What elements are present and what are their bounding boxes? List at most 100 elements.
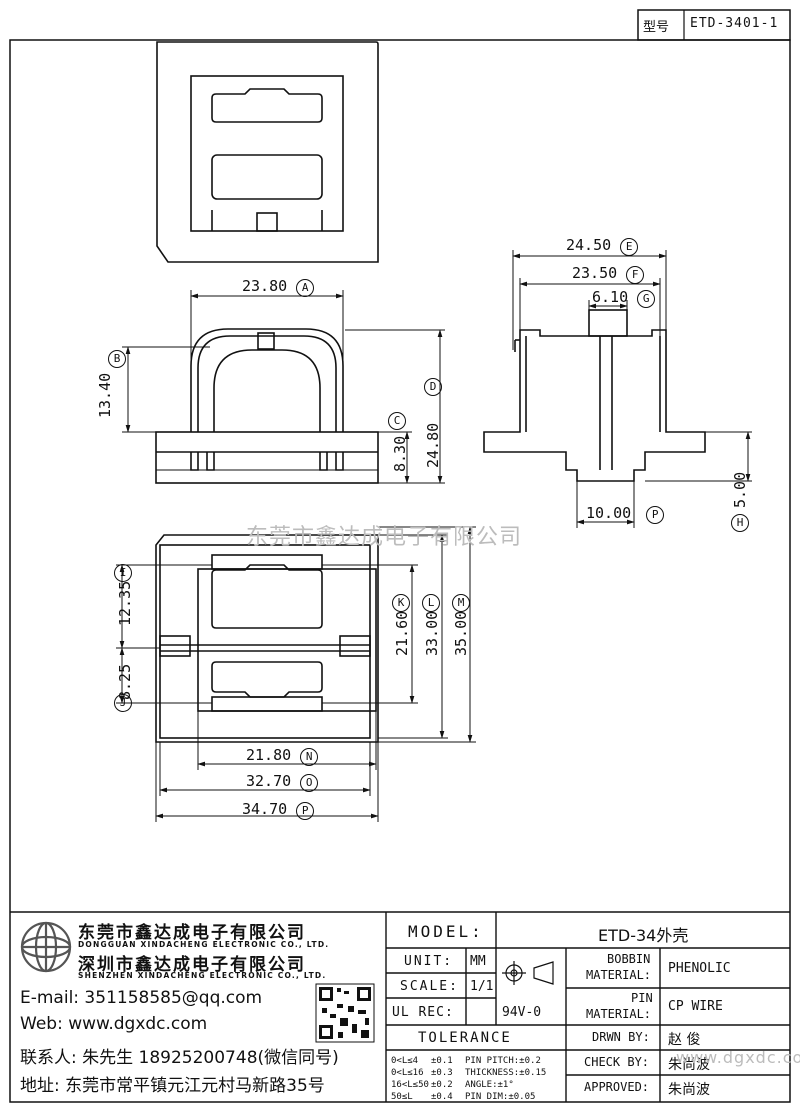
qr-code	[315, 983, 375, 1043]
tol-range: 50≤L	[391, 1092, 413, 1102]
spec-model-label: MODEL:	[408, 922, 484, 941]
dim-i-value: 12.35	[116, 580, 134, 626]
tolerance-row: 50≤L ±0.4 PIN DIM:±0.05	[391, 1091, 546, 1103]
dim-d-tag: D	[424, 378, 442, 396]
dim-o-value: 32.70	[246, 772, 292, 790]
dim-n-value: 21.80	[246, 746, 292, 764]
bobbin-material-value: PHENOLIC	[668, 961, 731, 976]
pin-material-value: CP WIRE	[668, 999, 723, 1014]
side-view	[483, 309, 706, 482]
tol-value: ±0.4	[431, 1092, 453, 1102]
model-box	[637, 9, 791, 41]
contact-person: 联系人: 朱先生 18925200748(微信同号)	[20, 1048, 339, 1068]
check-by-label: CHECK BY:	[584, 1055, 650, 1069]
spec-ulrec-label: UL REC:	[392, 1005, 454, 1020]
tol-note: ANGLE:±1°	[465, 1080, 514, 1090]
tol-value: ±0.3	[431, 1068, 453, 1078]
bobbin-label-1: BOBBIN	[607, 952, 651, 966]
dim-f-tag: F	[626, 266, 645, 284]
check-by-value: 朱尚波	[668, 1057, 710, 1073]
bobbin-label-2: MATERIAL:	[586, 968, 652, 982]
top-view	[156, 41, 379, 263]
spec-tolerance-label: TOLERANCE	[418, 1030, 512, 1046]
dim-m-value: 35.00	[452, 610, 470, 656]
bottom-view	[155, 534, 379, 743]
dim-a-tag: A	[296, 279, 315, 297]
watermark-company: 东莞市鑫达成电子有限公司	[246, 525, 523, 550]
dim-e-label: 24.50 E	[566, 236, 639, 256]
dim-b-value: 13.40	[96, 372, 114, 418]
dim-p-label: 34.70 P	[242, 800, 315, 820]
drawn-by-value: 赵 俊	[668, 1032, 701, 1048]
dim-p2-tag: P	[646, 506, 665, 524]
dim-g-tag: G	[637, 290, 656, 308]
dim-g-value: 6.10	[592, 288, 629, 306]
dim-p-value: 34.70	[242, 800, 288, 818]
dim-p2-label: 10.00 P	[586, 504, 665, 524]
contact-email: E-mail: 351158585@qq.com	[20, 988, 263, 1008]
tol-note: PIN PITCH:±0.2	[465, 1056, 541, 1066]
dim-c-tag: C	[388, 412, 406, 430]
dim-n-tag: N	[300, 748, 319, 766]
dim-i-tag: I	[114, 564, 132, 582]
company-logo	[20, 921, 72, 973]
contact-web: Web: www.dgxdc.com	[20, 1014, 208, 1034]
dim-e-tag: E	[620, 238, 639, 256]
dim-k-value: 21.60	[393, 610, 411, 656]
dim-l-value: 33.00	[423, 610, 441, 656]
spec-ulrec-value: 94V-0	[502, 1005, 542, 1020]
dim-d-value: 24.80	[424, 422, 442, 468]
approved-label: APPROVED:	[584, 1080, 650, 1094]
dim-c-value: 8.30	[391, 435, 409, 472]
contact-address: 地址: 东莞市常平镇元江元村马新路35号	[20, 1076, 325, 1096]
company-name-dongguan-en: DONGGUAN XINDACHENG ELECTRONIC CO., LTD.	[78, 940, 330, 949]
dim-l-tag: L	[422, 594, 440, 612]
drawn-by-label: DRWN BY:	[592, 1030, 650, 1044]
pin-label-1: PIN	[631, 991, 653, 1005]
dim-k-tag: K	[392, 594, 410, 612]
dim-m-tag: M	[452, 594, 470, 612]
dim-o-tag: O	[300, 774, 319, 792]
dim-n-label: 21.80 N	[246, 746, 319, 766]
dim-o-label: 32.70 O	[246, 772, 319, 792]
spec-model-value: ETD-34外壳	[598, 926, 689, 945]
dim-b-tag: B	[108, 350, 126, 368]
watermark-website: www.dgxdc.com	[676, 1048, 800, 1067]
tol-value: ±0.2	[431, 1080, 453, 1090]
dim-j-tag: J	[114, 694, 132, 712]
model-number: ETD-3401-1	[690, 16, 779, 31]
pin-label-2: MATERIAL:	[586, 1007, 652, 1021]
spec-unit-value: MM	[470, 954, 486, 969]
title-block-grid	[10, 911, 790, 1102]
dim-p2-value: 10.00	[586, 504, 632, 522]
tol-range: 0<L≤16	[391, 1068, 424, 1078]
dim-f-value: 23.50	[572, 264, 618, 282]
company-name-shenzhen: 深圳市鑫达成电子有限公司	[78, 955, 306, 975]
company-name-dongguan: 东莞市鑫达成电子有限公司	[78, 923, 306, 943]
tol-note: PIN DIM:±0.05	[465, 1092, 536, 1102]
front-view	[155, 328, 379, 484]
dim-h-tag: H	[731, 514, 749, 532]
dim-h-value: 5.00	[731, 471, 749, 508]
company-name-shenzhen-en: SHENZHEN XINDACHENG ELECTRONIC CO., LTD.	[78, 971, 327, 980]
spec-unit-label: UNIT:	[404, 954, 454, 969]
dim-p-tag: P	[296, 802, 315, 820]
tol-value: ±0.1	[431, 1056, 453, 1066]
approved-value: 朱尚波	[668, 1082, 710, 1098]
dim-e-value: 24.50	[566, 236, 612, 254]
model-label-cn: 型号	[643, 20, 670, 35]
dim-a-value: 23.80	[242, 277, 288, 295]
spec-scale-value: 1/1	[470, 979, 494, 994]
spec-scale-label: SCALE:	[400, 979, 459, 994]
projection-symbol	[502, 961, 554, 985]
dim-f-label: 23.50 F	[572, 264, 645, 284]
sheet-border	[9, 39, 791, 1103]
dim-b-label: 13.40	[96, 373, 114, 418]
dim-a-label: 23.80 A	[242, 277, 315, 297]
